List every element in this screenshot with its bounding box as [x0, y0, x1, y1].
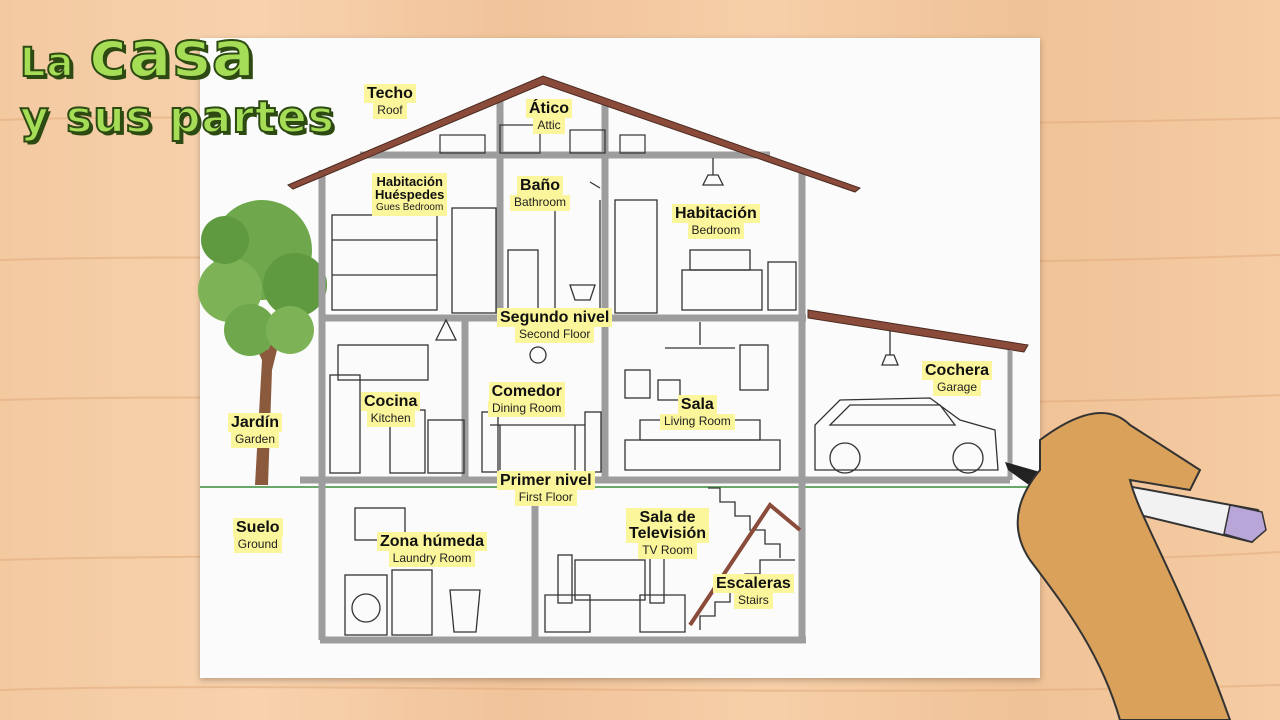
label-en: TV Room [638, 543, 697, 559]
label-en: Gues Bedroom [372, 202, 448, 216]
label-es: Jardín [228, 413, 283, 432]
label-es: Comedor [488, 382, 565, 401]
label-comedor: Comedor Dining Room [488, 382, 566, 417]
label-cocina: Cocina Kitchen [361, 392, 421, 427]
label-es: Baño [517, 176, 564, 195]
label-en: Attic [533, 118, 565, 134]
label-zona-humeda: Zona húmeda Laundry Room [377, 532, 488, 567]
label-segundo-nivel: Segundo nivel Second Floor [497, 308, 613, 343]
label-es: Suelo [233, 518, 283, 537]
label-habitacion-huespedes: Habitación Huéspedes Gues Bedroom [372, 173, 448, 216]
label-en: Laundry Room [388, 551, 476, 567]
label-en: Garden [230, 432, 280, 448]
label-en: Bathroom [510, 195, 571, 211]
label-es: Zona húmeda [377, 532, 488, 551]
title-la: La [19, 39, 75, 87]
washing-machine-icon [344, 507, 481, 636]
label-es: Escaleras [713, 574, 794, 593]
label-cochera: Cochera Garage [922, 361, 993, 396]
label-en: Garage [933, 380, 982, 396]
label-es: Sala [677, 395, 717, 414]
label-en: Roof [373, 103, 407, 119]
bed-icon [681, 249, 797, 311]
label-en: Stairs [734, 593, 773, 609]
label-en: Kitchen [366, 411, 415, 427]
label-en: Bedroom [687, 223, 745, 239]
label-es: Segundo nivel [497, 308, 613, 327]
label-techo: Techo Roof [364, 84, 416, 119]
label-es: Cocina [361, 392, 421, 411]
label-escaleras: Escaleras Stairs [713, 574, 794, 609]
label-en: Dining Room [488, 401, 566, 417]
label-sala-television: Sala de Televisión TV Room [626, 508, 710, 559]
lamp-icon [701, 158, 899, 366]
hand-marker-icon [1005, 412, 1267, 720]
label-en: Living Room [660, 414, 735, 430]
tree-icon [198, 200, 327, 485]
label-es: Habitación Huéspedes [372, 173, 448, 202]
label-es: Primer nivel [497, 471, 595, 490]
label-jardin: Jardín Garden [228, 413, 283, 448]
title-casa: casa [88, 17, 256, 93]
wall-pictures-icon [624, 344, 769, 401]
ceiling-fan-icon [665, 322, 735, 349]
label-es: Sala de Televisión [626, 508, 710, 543]
label-sala: Sala Living Room [660, 395, 735, 430]
label-en: Ground [233, 537, 282, 553]
roof [287, 75, 1029, 480]
label-suelo: Suelo Ground [233, 518, 283, 553]
attic-boxes [439, 124, 646, 154]
kitchen-icon [329, 318, 465, 474]
label-es: Ático [526, 99, 572, 118]
label-atico: Ático Attic [526, 99, 572, 134]
label-en: First Floor [514, 490, 577, 506]
door-icon [451, 199, 658, 314]
bunk-bed-icon [331, 214, 438, 311]
label-habitacion: Habitación Bedroom [672, 204, 760, 239]
label-es: Habitación [672, 204, 760, 223]
title-line-2: y sus partes [19, 91, 335, 144]
label-bano: Baño Bathroom [510, 176, 571, 211]
label-en: Second Floor [514, 327, 595, 343]
tv-room-icon [544, 554, 686, 633]
label-es: Cochera [922, 361, 993, 380]
label-es: Techo [364, 84, 416, 103]
label-primer-nivel: Primer nivel First Floor [497, 471, 595, 506]
title-line-1: La casa [19, 17, 256, 93]
car-icon [814, 397, 999, 474]
